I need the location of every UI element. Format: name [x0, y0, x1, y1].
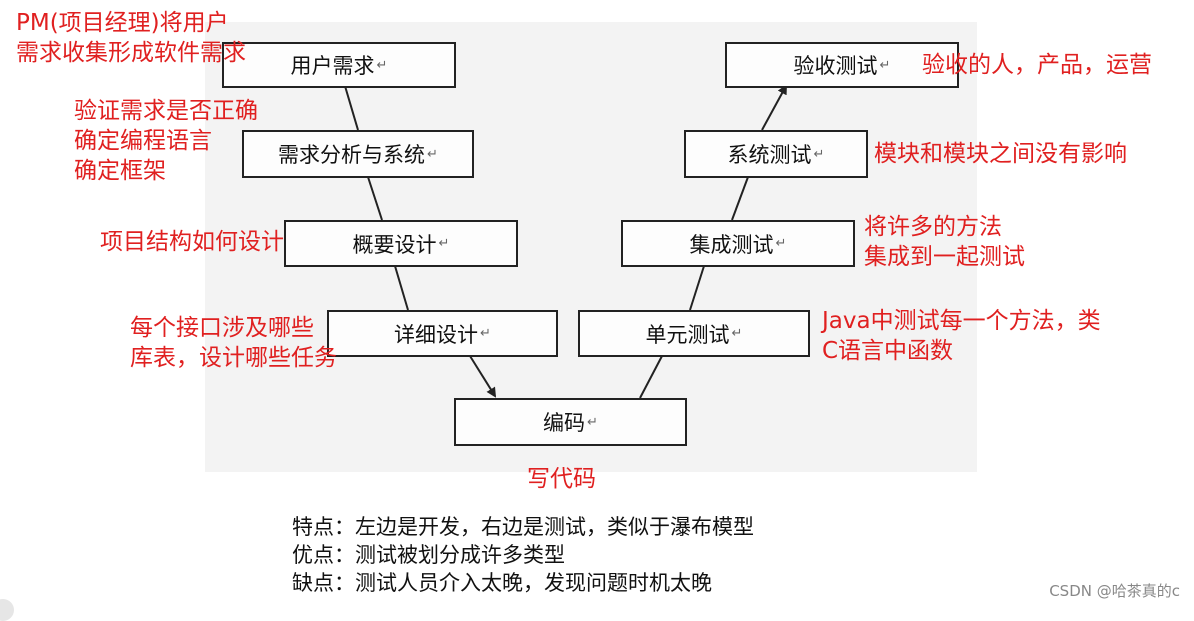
integration-testing-label: 集成测试 — [689, 232, 774, 257]
note-line: 需求收集形成软件需求 — [16, 40, 246, 66]
line-unit-to-integration — [689, 265, 705, 311]
note-outline-design: 项目结构如何设计 — [100, 227, 284, 257]
integration-testing-box: 集成测试↵ — [621, 220, 855, 267]
summary-features: 特点：左边是开发，右边是测试，类似于瀑布模型 — [292, 515, 754, 539]
unit-testing-box: 单元测试↵ — [578, 310, 810, 357]
note-integration-testing: 将许多的方法 集成到一起测试 — [864, 212, 1025, 272]
user-requirements-box: 用户需求↵ — [222, 42, 456, 88]
return-mark-icon: ↵ — [587, 414, 598, 430]
line-outline-to-detailed — [394, 265, 409, 311]
outline-design-label: 概要设计 — [352, 232, 437, 257]
summary-pros: 优点：测试被划分成许多类型 — [292, 543, 565, 567]
coding-box: 编码↵ — [454, 398, 687, 446]
note-line: 集成到一起测试 — [864, 244, 1025, 270]
acceptance-testing-label: 验收测试 — [793, 54, 878, 78]
return-mark-icon: ↵ — [480, 326, 491, 341]
system-testing-box: 系统测试↵ — [684, 130, 868, 178]
return-mark-icon: ↵ — [813, 146, 825, 162]
note-line: PM(项目经理)将用户 — [16, 10, 229, 36]
note-requirements-analysis: 验证需求是否正确 确定编程语言 确定框架 — [74, 96, 258, 186]
line-coding-to-unit — [639, 355, 663, 399]
arrow-detailed-to-coding — [469, 355, 497, 398]
note-coding: 写代码 — [527, 464, 596, 494]
return-mark-icon: ↵ — [427, 146, 438, 162]
note-system-testing: 模块和模块之间没有影响 — [874, 139, 1127, 169]
system-testing-label: 系统测试 — [727, 143, 812, 167]
note-unit-testing: Java中测试每一个方法，类 C语言中函数 — [822, 306, 1101, 366]
return-mark-icon: ↵ — [879, 57, 891, 73]
note-line: 将许多的方法 — [864, 214, 1002, 240]
requirements-analysis-label: 需求分析与系统 — [278, 143, 426, 167]
csdn-watermark: CSDN @哈茶真的c — [1049, 582, 1180, 600]
note-line: C语言中函数 — [822, 338, 954, 364]
return-mark-icon: ↵ — [438, 236, 450, 251]
line-integration-to-system — [731, 176, 749, 221]
requirements-analysis-box: 需求分析与系统↵ — [242, 130, 474, 178]
return-mark-icon: ↵ — [731, 326, 743, 341]
note-line: Java中测试每一个方法，类 — [822, 308, 1101, 334]
return-mark-icon: ↵ — [376, 57, 388, 73]
detailed-design-label: 详细设计 — [394, 322, 479, 347]
note-line: 每个接口涉及哪些 — [130, 315, 314, 341]
note-line: 写代码 — [527, 466, 596, 492]
note-user-requirements: PM(项目经理)将用户 需求收集形成软件需求 — [16, 8, 246, 68]
note-line: 验收的人，产品，运营 — [922, 52, 1152, 78]
acceptance-testing-box: 验收测试↵ — [725, 42, 959, 88]
line-user-to-analysis — [344, 85, 359, 131]
coding-label: 编码 — [543, 411, 586, 435]
unit-testing-label: 单元测试 — [645, 322, 730, 347]
note-line: 确定框架 — [74, 158, 166, 184]
note-line: 验证需求是否正确 — [74, 98, 258, 124]
note-detailed-design: 每个接口涉及哪些 库表，设计哪些任务 — [130, 313, 337, 373]
summary-cons: 缺点：测试人员介入太晚，发现问题时机太晚 — [292, 571, 712, 595]
note-line: 库表，设计哪些任务 — [130, 345, 337, 371]
user-requirements-label: 用户需求 — [290, 54, 375, 78]
arrow-system-to-acceptance — [761, 84, 787, 131]
note-line: 项目结构如何设计 — [100, 229, 284, 255]
outline-design-box: 概要设计↵ — [284, 220, 518, 267]
line-analysis-to-outline — [367, 176, 383, 221]
return-mark-icon: ↵ — [775, 236, 787, 251]
note-acceptance-testing: 验收的人，产品，运营 — [922, 50, 1152, 80]
detailed-design-box: 详细设计↵ — [327, 310, 558, 357]
note-line: 模块和模块之间没有影响 — [874, 141, 1127, 167]
note-line: 确定编程语言 — [74, 128, 212, 154]
